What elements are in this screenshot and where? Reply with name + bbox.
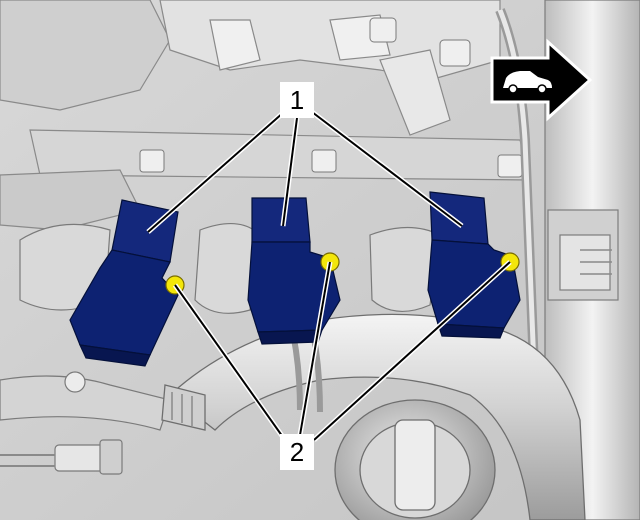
leader-lines-1-core <box>147 111 463 233</box>
left-rail <box>0 371 171 475</box>
ignition-coil-3 <box>427 191 521 339</box>
cover-bolts <box>139 17 523 178</box>
ignition-coils <box>69 191 521 367</box>
callout-1: 1 <box>280 82 314 118</box>
callout-2: 2 <box>280 434 314 470</box>
ignition-coil-1 <box>69 199 179 367</box>
leader-lines-2-core <box>174 261 511 441</box>
oil-filler-cap <box>334 399 496 520</box>
car-forward-arrow-icon <box>490 38 593 122</box>
ignition-coil-2 <box>247 197 341 345</box>
